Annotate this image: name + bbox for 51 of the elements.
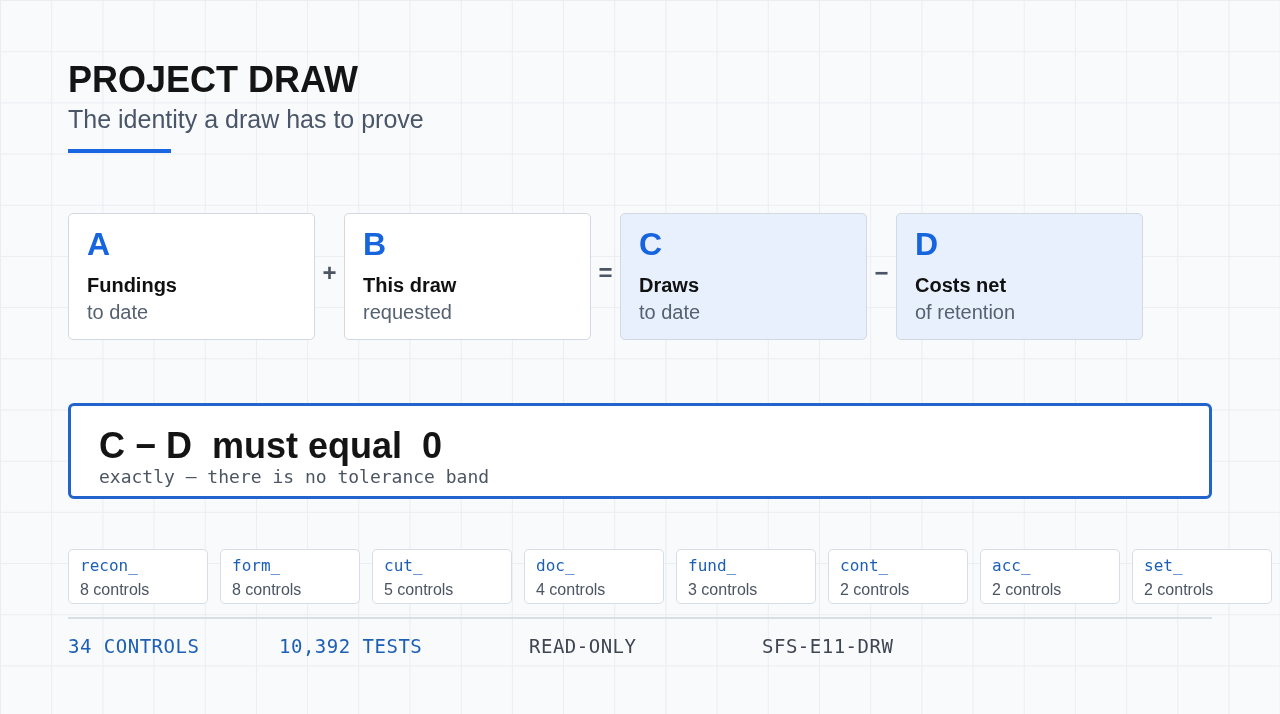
control-prefix: recon_	[80, 556, 138, 576]
control-prefix: cut_	[384, 556, 423, 576]
term-letter: C	[639, 226, 663, 262]
control-count: 4 controls	[536, 580, 606, 600]
subtitle: The identity a draw has to prove	[68, 104, 424, 134]
term-title: Fundings	[87, 273, 177, 297]
title: PROJECT DRAW	[68, 60, 359, 100]
control-count: 2 controls	[840, 580, 910, 600]
control-prefix: acc_	[992, 556, 1031, 576]
summary-stat: SFS-E11-DRW	[762, 634, 894, 658]
control-prefix: fund_	[688, 556, 737, 576]
control-prefix: cont_	[840, 556, 889, 576]
term-subtitle: to date	[87, 300, 149, 325]
rule-note: exactly — there is no tolerance band	[99, 466, 490, 488]
term-card	[620, 213, 867, 340]
term-title: Costs net	[915, 273, 1007, 297]
summary-stat: 34 CONTROLS	[68, 634, 200, 658]
control-count: 8 controls	[232, 580, 302, 600]
term-card	[68, 213, 315, 340]
term-letter: B	[363, 226, 387, 262]
term-letter: D	[915, 226, 939, 262]
prefix-card	[980, 549, 1120, 604]
math-operator: −	[873, 261, 890, 285]
summary-stat: READ-ONLY	[529, 634, 637, 658]
rule-heading: C − D must equal 0	[99, 426, 443, 466]
control-count: 8 controls	[80, 580, 150, 600]
summary-stat: 10,392 TESTS	[279, 634, 423, 658]
term-subtitle: to date	[639, 300, 701, 325]
control-prefix: form_	[232, 556, 281, 576]
control-count: 2 controls	[992, 580, 1062, 600]
control-prefix: doc_	[536, 556, 575, 576]
term-letter: A	[87, 226, 111, 262]
control-count: 5 controls	[384, 580, 454, 600]
math-operator: =	[597, 261, 614, 285]
term-card	[896, 213, 1143, 340]
term-title: Draws	[639, 273, 700, 297]
prefix-card	[676, 549, 816, 604]
math-operator: +	[321, 261, 338, 285]
prefix-card	[220, 549, 360, 604]
control-count: 3 controls	[688, 580, 758, 600]
control-count: 2 controls	[1144, 580, 1214, 600]
prefix-card	[68, 549, 208, 604]
term-subtitle: requested	[363, 300, 452, 325]
term-title: This draw	[363, 273, 457, 297]
prefix-card	[828, 549, 968, 604]
term-subtitle: of retention	[915, 300, 1016, 325]
prefix-card	[372, 549, 512, 604]
prefix-card	[1132, 549, 1272, 604]
prefix-card	[524, 549, 664, 604]
control-prefix: set_	[1144, 556, 1183, 576]
term-card	[344, 213, 591, 340]
